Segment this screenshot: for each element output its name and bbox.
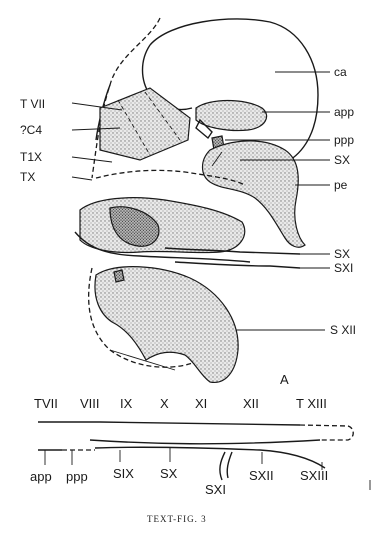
svg-text:?C4: ?C4 bbox=[20, 123, 42, 137]
svg-text:TX: TX bbox=[20, 170, 35, 184]
svg-text:SXIII: SXIII bbox=[300, 468, 328, 483]
svg-text:SIX: SIX bbox=[113, 466, 134, 481]
svg-text:ppp: ppp bbox=[66, 469, 88, 484]
svg-text:TVII: TVII bbox=[34, 396, 58, 411]
svg-text:IX: IX bbox=[120, 396, 133, 411]
plate-tvii-c4 bbox=[100, 88, 190, 160]
svg-text:SX: SX bbox=[334, 247, 350, 261]
right-labels: ca app ppp SX pe SX SXI S XII bbox=[330, 65, 356, 337]
element-app bbox=[196, 101, 267, 139]
svg-text:T VII: T VII bbox=[20, 97, 45, 111]
svg-text:SX: SX bbox=[160, 466, 178, 481]
bottom-row-labels: app ppp SIX SX SXI SXII SXIII bbox=[30, 466, 328, 497]
svg-text:app: app bbox=[334, 105, 354, 119]
svg-text:ca: ca bbox=[334, 65, 347, 79]
svg-text:ppp: ppp bbox=[334, 133, 354, 147]
svg-text:XI: XI bbox=[195, 396, 207, 411]
svg-text:T1X: T1X bbox=[20, 150, 42, 164]
panel-letter: A bbox=[280, 372, 289, 387]
svg-text:SX: SX bbox=[334, 153, 350, 167]
element-sxii bbox=[89, 267, 238, 383]
svg-text:SXI: SXI bbox=[334, 261, 353, 275]
svg-text:VIII: VIII bbox=[80, 396, 100, 411]
left-labels: T VII ?C4 T1X TX bbox=[20, 97, 45, 184]
svg-text:X: X bbox=[160, 396, 169, 411]
svg-text:S XII: S XII bbox=[330, 323, 356, 337]
svg-text:app: app bbox=[30, 469, 52, 484]
svg-text:SXI: SXI bbox=[205, 482, 226, 497]
svg-text:SXII: SXII bbox=[249, 468, 274, 483]
figure-caption: TEXT-FIG. 3 bbox=[147, 514, 207, 524]
svg-text:pe: pe bbox=[334, 178, 348, 192]
svg-text:T XIII: T XIII bbox=[296, 396, 327, 411]
top-row-labels: TVII VIII IX X XI XII T XIII bbox=[34, 396, 327, 411]
svg-text:XII: XII bbox=[243, 396, 259, 411]
